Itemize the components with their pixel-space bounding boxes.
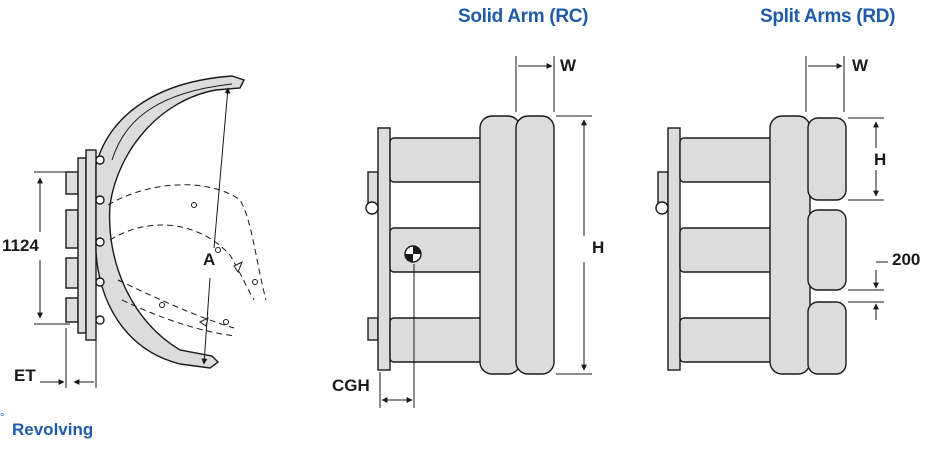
solid-dimension-lines: [379, 56, 592, 408]
side-mount-block: [65, 171, 79, 195]
dim-et-label: ET: [14, 366, 36, 385]
solid-cylinder: [389, 137, 491, 183]
solid-backplate: [377, 127, 391, 371]
split-arms-title: Split Arms (RD): [760, 6, 896, 27]
side-swing-markers: [159, 202, 258, 327]
split-cylinder: [679, 137, 781, 183]
side-dimension-lines: [34, 87, 231, 388]
split-arm-backing: [769, 115, 811, 375]
solid-arm-title: Solid Arm (RC): [458, 6, 589, 27]
split-arms-view: [655, 115, 847, 375]
dim-cgh-label: CGH: [332, 376, 370, 395]
solid-cg-marker: [404, 245, 422, 263]
dim-w-split-label: W: [852, 56, 869, 75]
split-arm-pad: [807, 301, 847, 375]
side-clamp-arm: [95, 75, 245, 369]
dim-h-solid-label: H: [592, 238, 605, 257]
side-mount-block: [65, 257, 79, 289]
side-view: [65, 75, 245, 369]
split-arm-pad: [807, 117, 847, 201]
side-mount-block: [65, 209, 79, 249]
side-carriage-plate: [85, 149, 97, 341]
dim-h-split-label: H: [874, 150, 887, 169]
solid-cylinder: [389, 317, 491, 363]
solid-arm-pad: [479, 115, 521, 375]
side-mount-block: [65, 297, 79, 323]
degree-symbol: °: [0, 412, 5, 424]
dim-1124-label: 1124: [2, 236, 39, 255]
split-cylinder: [679, 317, 781, 363]
solid-mount: [367, 317, 379, 341]
solid-arm-pad: [515, 115, 555, 375]
split-arm-pad: [807, 209, 847, 291]
split-backplate: [667, 127, 681, 371]
dim-a-label: A: [203, 250, 216, 269]
dim-w-solid-label: W: [560, 56, 577, 75]
split-dimension-lines: [805, 56, 888, 320]
solid-arm-view: [365, 115, 555, 375]
split-cylinder: [679, 227, 781, 273]
side-swing-dashes: [107, 184, 267, 337]
dim-200-label: 200: [892, 250, 921, 269]
revolving-label: Revolving: [12, 420, 94, 439]
side-carriage-plate: [77, 157, 87, 334]
solid-cylinder: [389, 227, 491, 273]
